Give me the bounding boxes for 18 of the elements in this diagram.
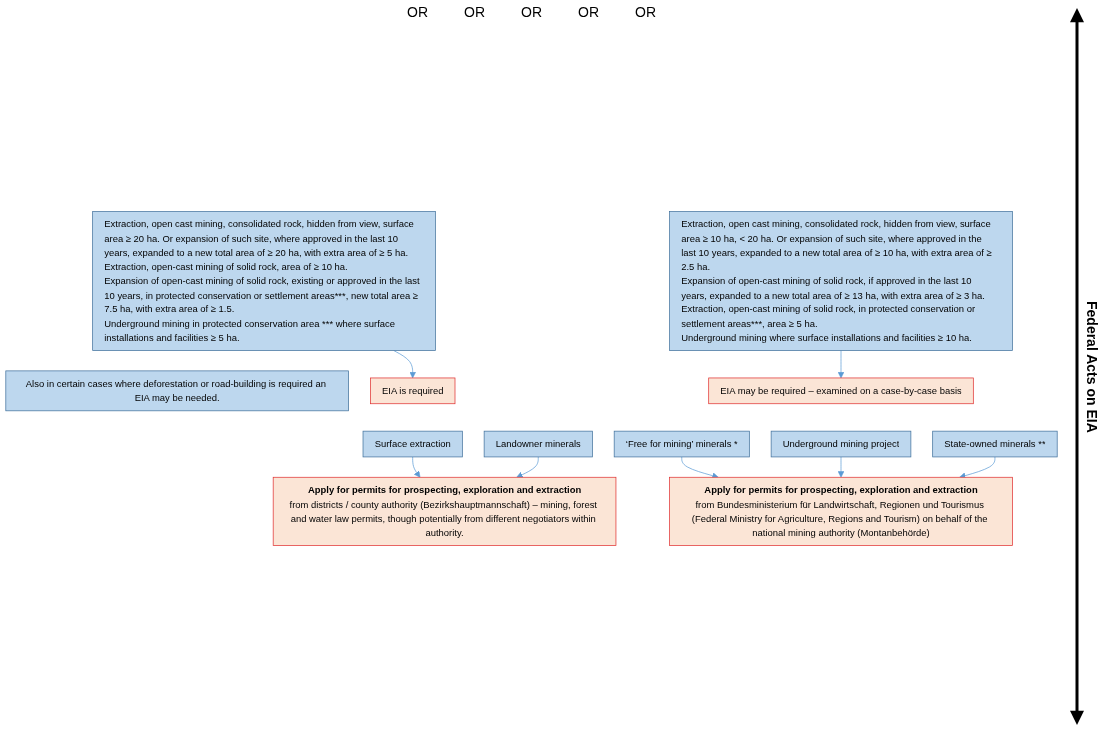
or-text: OR	[463, 4, 486, 20]
node-box: EIA may be required – examined on a case-by-case basis	[708, 377, 974, 405]
node-box: Apply for permits for prospecting, exploration and extraction from districts / county authority (Bezirkshauptmannschaft) – mining, forest and water law permits, though potentially from different negotiators within authority.	[272, 476, 617, 546]
node-box: Apply for permits for prospecting, exploration and extraction from Bundesministerium für Landwirtschaft, Regionen und Tourismus (Federal Ministry for Agriculture, Regions and Tourism) on behalf of the national mining authority (Montanbehörde)	[669, 476, 1013, 546]
side-label: Federal Acts on EIA	[1084, 300, 1100, 433]
node-box: EIA is required	[370, 377, 456, 405]
node-box: Also in certain cases where deforestation or road-building is required an EIA may be needed.	[5, 370, 349, 412]
node-box: Extraction, open cast mining, consolidated rock, hidden from view, surface area ≥ 20 ha. Or expansion of such site, where approved in the last 10 years, expanded to a new total area of ≥ 20 ha, with extra area of ≥ 5 ha. Extraction, open-cast mining of solid rock, area of ≥ 10 ha. Expansion of open-cast mining of solid rock, existing or approved in the last 10 years, in protected conservation or settlement areas***, new total area ≥ 7.5 ha, with extra area of ≥ 1.5. Underground mining in protected conservation area *** where surface installations and facilities ≥ 5 ha.	[92, 211, 436, 351]
or-text: OR	[634, 4, 657, 20]
node-box: Landowner minerals	[483, 430, 593, 458]
or-text: OR	[577, 4, 600, 20]
node-box: Underground mining project	[770, 430, 912, 458]
node-box: Extraction, open cast mining, consolidated rock, hidden from view, surface area ≥ 10 ha, < 20 ha. Or expansion of such site, where approved in the last 10 years, expanded to a new total area of ≥ 10 ha, with extra area of ≥ 2.5 ha. Expansion of open-cast mining of solid rock, if approved in the last 10 years, expanded to a new total area of ≥ 13 ha, with extra area of ≥ 3 ha. Extraction, open-cast mining of solid rock, in protected conservation or settlement areas***, area ≥ 5 ha. Underground mining where surface installations and facilities ≥ 10 ha.	[669, 211, 1013, 351]
or-text: OR	[406, 4, 429, 20]
node-box: Surface extraction	[362, 430, 463, 458]
node-box: ‘Free for mining’ minerals *	[613, 430, 750, 458]
or-text: OR	[520, 4, 543, 20]
node-box: State-owned minerals **	[932, 430, 1058, 458]
